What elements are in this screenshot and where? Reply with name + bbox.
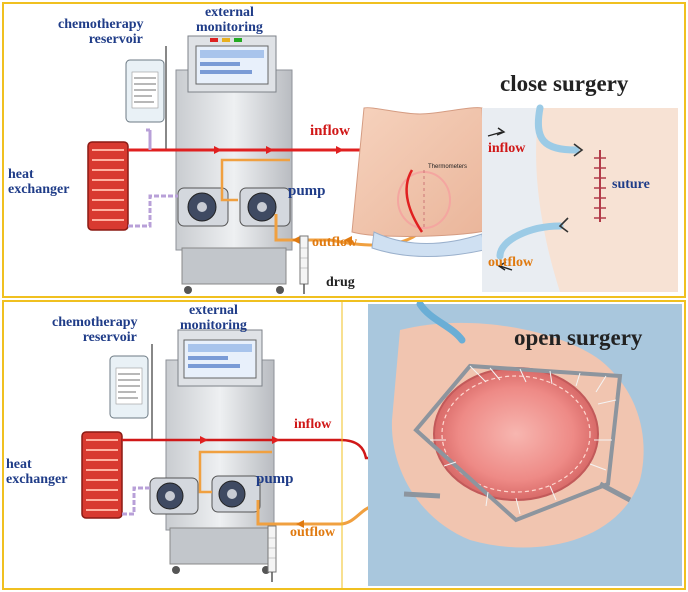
- chemotherapy-reservoir-bag: [125, 46, 167, 150]
- outflow-arrows-bottom: [296, 520, 304, 528]
- suture-label: suture: [612, 177, 650, 192]
- thermometers-label: Thermometers: [428, 164, 468, 170]
- heat-exchanger-coil: [87, 141, 129, 231]
- drug-label: drug: [326, 275, 355, 290]
- heat-exchanger-coil-bottom: [81, 431, 123, 519]
- outflow-label-bottom: outflow: [290, 525, 336, 540]
- pump-label-bottom: pump: [256, 471, 294, 487]
- external-monitoring-label: external monitoring: [196, 5, 263, 35]
- close-surgery-inset: [482, 104, 678, 292]
- inflow-label: inflow: [310, 123, 351, 139]
- pump-label: pump: [288, 183, 326, 199]
- inflow-arrows-bottom: [200, 436, 280, 444]
- chemotherapy-reservoir-bag-bottom: [109, 344, 153, 440]
- tubing-lines-bottom: [122, 438, 373, 526]
- inflow-arrows: [214, 146, 344, 154]
- chemotherapy-reservoir-label-bottom: chemotherapy reservoir: [52, 315, 138, 345]
- external-monitoring-label-bottom: external monitoring: [180, 303, 247, 333]
- outflow-arrows: [292, 236, 352, 244]
- heat-exchanger-label-bottom: heat exchanger: [6, 457, 68, 487]
- inset-inflow-label: inflow: [488, 141, 526, 156]
- open-surgery-title: open surgery: [514, 325, 643, 350]
- chemotherapy-reservoir-label: chemotherapy reservoir: [58, 17, 144, 47]
- hipec-machine: [175, 35, 293, 294]
- outflow-label: outflow: [312, 235, 358, 250]
- close-surgery-title: close surgery: [500, 71, 629, 96]
- patient-torso: [351, 107, 489, 258]
- inset-outflow-label: outflow: [488, 255, 534, 270]
- drug-syringe: [299, 235, 309, 294]
- open-surgery-inset: [368, 300, 682, 586]
- inflow-label-bottom: inflow: [294, 417, 332, 432]
- hipec-machine-bottom: [149, 329, 275, 574]
- drug-syringe-bottom: [267, 525, 277, 582]
- open-surgery-panel: [2, 300, 686, 590]
- heat-exchanger-label: heat exchanger: [8, 167, 70, 197]
